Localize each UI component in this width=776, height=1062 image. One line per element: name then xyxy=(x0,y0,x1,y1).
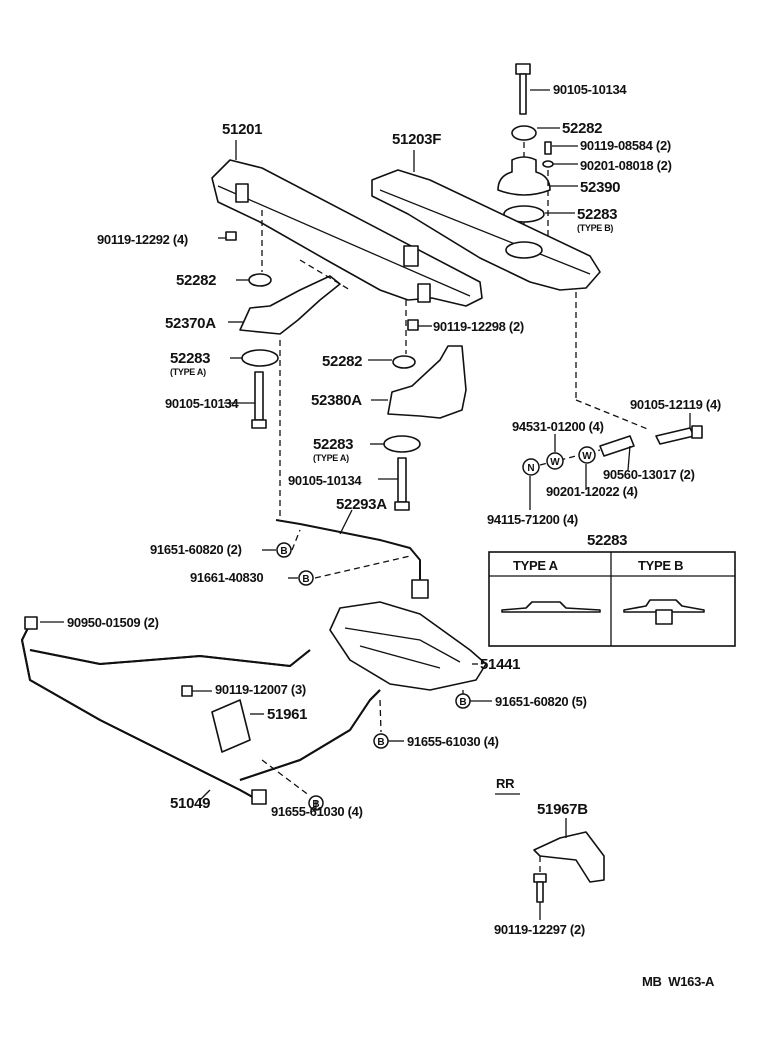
label-90201-08018: 90201-08018 (2) xyxy=(580,158,672,173)
label-52283: 52283 xyxy=(170,350,210,367)
label-90105-10134: 90105-10134 xyxy=(288,473,362,488)
label-90119-12297: 90119-12297 (2) xyxy=(494,922,585,937)
cushion-icon xyxy=(511,125,537,141)
bolt-head-icon xyxy=(515,63,531,75)
symbol-bolt: B xyxy=(298,570,314,586)
type-a-cushion-icon xyxy=(501,601,601,613)
diagram-code: MB W163-A xyxy=(642,974,715,989)
label-52283-table: 52283 xyxy=(587,532,627,549)
label-51049: 51049 xyxy=(170,795,210,812)
symbol-washer: W xyxy=(578,446,596,464)
stabilizer-bar-51049 xyxy=(21,616,381,805)
label-type-b: (TYPE B) xyxy=(577,223,613,233)
label-51441: 51441 xyxy=(480,656,520,673)
label-91655-61030: 91655-61030 (4) xyxy=(271,804,363,819)
top-mount-stack xyxy=(497,63,578,245)
label-94115-71200: 94115-71200 (4) xyxy=(487,512,578,527)
plate-51961 xyxy=(181,685,404,810)
rod-52293A xyxy=(262,509,429,599)
label-90201-12022: 90201-12022 (4) xyxy=(546,484,638,499)
label-90119-08584: 90119-08584 (2) xyxy=(580,138,671,153)
mount-52390-icon xyxy=(497,156,551,196)
label-52370A: 52370A xyxy=(165,315,216,332)
type-b-cushion-icon xyxy=(623,599,705,613)
symbol-bolt: B xyxy=(276,542,292,558)
label-52283: 52283 xyxy=(313,436,353,453)
symbol-washer: W xyxy=(546,452,564,470)
bushing-icon xyxy=(24,616,38,630)
symbol-nut: N xyxy=(522,458,540,476)
label-91655-61030: 91655-61030 (4) xyxy=(407,734,499,749)
type-table: TYPE A TYPE B xyxy=(488,551,736,647)
svg-text:B: B xyxy=(459,697,466,708)
label-90119-12298: 90119-12298 (2) xyxy=(433,319,524,334)
part-labels: 90105-10134 52282 90119-08584 (2) 90201-… xyxy=(67,82,721,989)
label-51201: 51201 xyxy=(222,121,262,138)
crossmember-51201 xyxy=(211,140,483,307)
label-type-a: (TYPE A) xyxy=(170,367,206,377)
svg-text:B: B xyxy=(280,546,287,557)
label-90119-12292: 90119-12292 (4) xyxy=(97,232,188,247)
label-52282: 52282 xyxy=(562,120,602,137)
svg-text:W: W xyxy=(582,451,592,462)
label-90119-12007: 90119-12007 (3) xyxy=(215,682,306,697)
type-b-header: TYPE B xyxy=(638,558,683,573)
middle-mount-stack xyxy=(368,300,467,511)
label-90560-13017: 90560-13017 (2) xyxy=(603,467,695,482)
svg-text:B: B xyxy=(377,737,384,748)
label-91661-40830: 91661-40830 xyxy=(190,570,263,585)
label-52293A: 52293A xyxy=(336,496,387,513)
label-type-a: (TYPE A) xyxy=(313,453,349,463)
label-94531-01200: 94531-01200 (4) xyxy=(512,419,604,434)
direction-label: RR xyxy=(496,776,515,791)
label-91651-60820: 91651-60820 (5) xyxy=(495,694,587,709)
label-51203F: 51203F xyxy=(392,131,441,148)
bolt-icon xyxy=(519,73,527,115)
bracket-51967B xyxy=(495,793,605,920)
label-52380A: 52380A xyxy=(311,392,362,409)
svg-text:B: B xyxy=(302,574,309,585)
left-mount-stack xyxy=(218,210,351,520)
label-51967B: 51967B xyxy=(537,801,588,818)
label-91651-60820: 91651-60820 (2) xyxy=(150,542,242,557)
symbol-bolt: B xyxy=(373,733,389,749)
svg-text:W: W xyxy=(550,457,560,468)
label-52282: 52282 xyxy=(176,272,216,289)
label-90105-12119: 90105-12119 (4) xyxy=(630,397,721,412)
crossmember-51203F xyxy=(371,150,651,431)
symbol-bolt: B xyxy=(455,693,471,709)
cover-51441 xyxy=(329,601,492,702)
svg-text:N: N xyxy=(527,463,534,474)
label-90950-01509: 90950-01509 (2) xyxy=(67,615,159,630)
type-b-nut-icon xyxy=(655,609,673,625)
label-52282: 52282 xyxy=(322,353,362,370)
label-90105-10134: 90105-10134 xyxy=(165,396,239,411)
label-52283: 52283 xyxy=(577,206,617,223)
label-90105-10134: 90105-10134 xyxy=(553,82,627,97)
label-52390: 52390 xyxy=(580,179,620,196)
label-51961: 51961 xyxy=(267,706,307,723)
type-a-header: TYPE A xyxy=(513,558,559,573)
